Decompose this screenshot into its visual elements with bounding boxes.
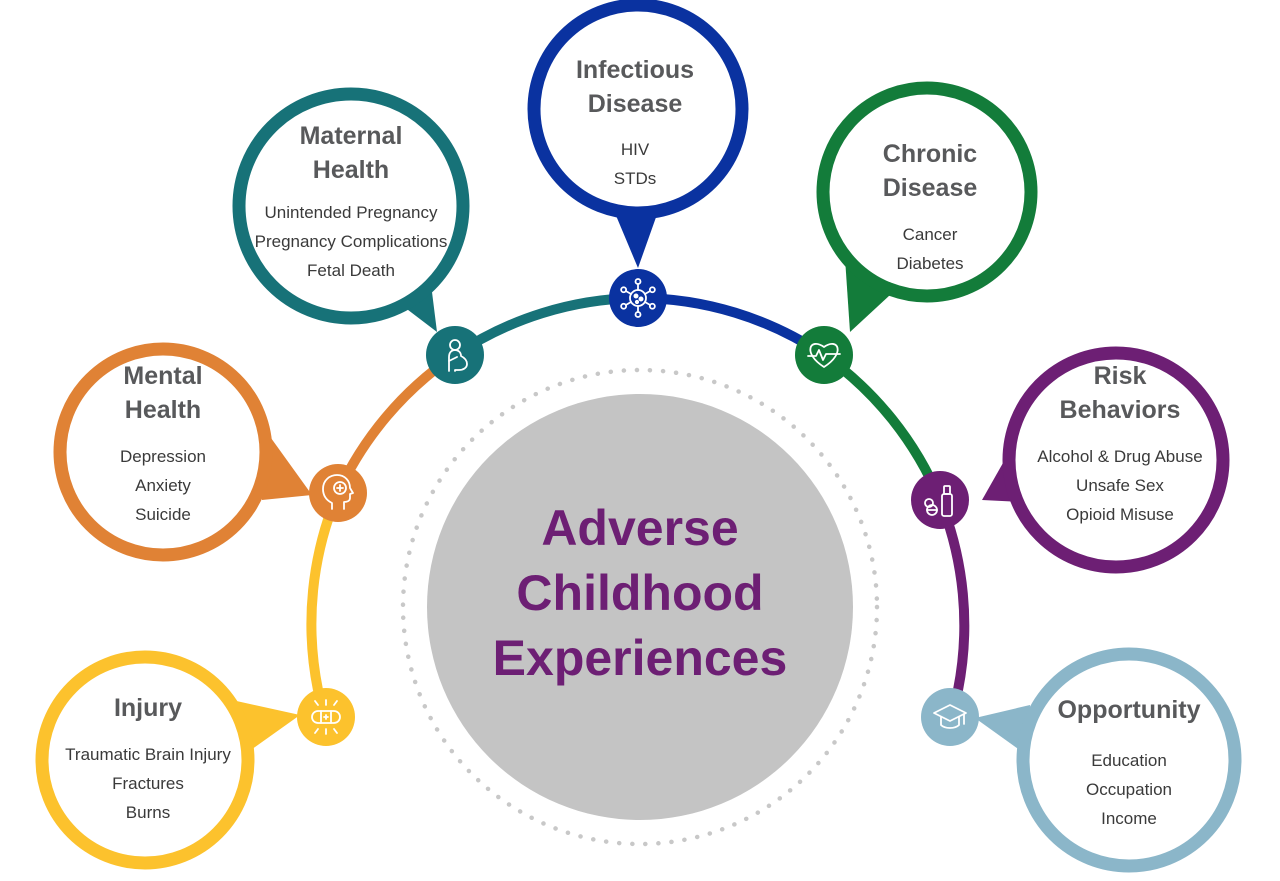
bubble-title-line: Disease: [588, 90, 683, 118]
bubble-item: Diabetes: [896, 254, 963, 273]
bubble-item: HIV: [621, 140, 650, 159]
icon-node-chronic: [795, 326, 853, 384]
icon-node-mental: [309, 464, 367, 522]
pills-bottle-icon: [924, 485, 953, 517]
icon-node-disc: [911, 471, 969, 529]
bubble-item: Education: [1091, 751, 1167, 770]
bubble-pointer: [612, 206, 660, 268]
bubble-pointer: [975, 705, 1030, 756]
bubble-title-line: Behaviors: [1060, 396, 1181, 424]
bubble-item: Pregnancy Complications: [255, 232, 448, 251]
bubble-ring: [1002, 346, 1230, 574]
bubble-ring: [527, 0, 749, 220]
center-title-line: Adverse: [541, 500, 738, 556]
virus-icon: [620, 278, 656, 318]
pregnant-woman-icon: [448, 339, 468, 372]
icon-nodes: [297, 269, 979, 746]
bubble-ring: [1016, 647, 1242, 873]
bubble-ring: [816, 81, 1038, 303]
bubble-title-line: Infectious: [576, 56, 694, 84]
bubble-item: Suicide: [135, 505, 191, 524]
icon-node-disc: [426, 326, 484, 384]
icon-node-opportunity: [921, 688, 979, 746]
center-title: Adverse Childhood Experiences: [493, 500, 788, 686]
graduation-cap-icon: [933, 704, 967, 729]
bubble-item: Depression: [120, 447, 206, 466]
bubble-title-line: Disease: [883, 174, 978, 202]
bubble-title-line: Injury: [114, 694, 182, 722]
center-dotted-ring: [400, 367, 880, 847]
bubble-item: Fractures: [112, 774, 184, 793]
bubble-item: Burns: [126, 803, 170, 822]
bubble-title-line: Health: [313, 156, 389, 184]
icon-node-disc: [609, 269, 667, 327]
arc-segment-injury: [306, 491, 343, 691]
center-title-line: Experiences: [493, 630, 788, 686]
bubble-item: Cancer: [903, 225, 958, 244]
head-plus-icon: [322, 474, 354, 510]
bubble-item: Anxiety: [135, 476, 191, 495]
bubble-title-line: Risk: [1094, 362, 1147, 390]
heartbeat-icon: [807, 343, 841, 368]
bubble-item: Income: [1101, 809, 1157, 828]
arc-segment-infectious: [637, 293, 827, 360]
bubble-item: Occupation: [1086, 780, 1172, 799]
bubble-ring: [53, 342, 273, 562]
bubble-item: STDs: [614, 169, 657, 188]
bubble-title-line: Opportunity: [1057, 696, 1200, 724]
icon-node-injury: [297, 688, 355, 746]
bubble-ring: [35, 650, 255, 870]
icon-node-infectious: [609, 269, 667, 327]
icon-node-disc: [795, 326, 853, 384]
bubble-title-line: Health: [125, 396, 201, 424]
bubble-title-line: Maternal: [300, 122, 403, 150]
bubble-title-line: Chronic: [883, 140, 978, 168]
center-circle: [427, 394, 853, 820]
bubble-item: Unsafe Sex: [1076, 476, 1164, 495]
bubble-item: Opioid Misuse: [1066, 505, 1174, 524]
icon-node-risk: [911, 471, 969, 529]
bubble-item: Traumatic Brain Injury: [65, 745, 231, 764]
bubble-item: Alcohol & Drug Abuse: [1037, 447, 1202, 466]
center-title-line: Childhood: [516, 565, 763, 621]
bubble-item: Fetal Death: [307, 261, 395, 280]
bandage-icon: [311, 699, 341, 735]
bubble-item: Unintended Pregnancy: [265, 203, 438, 222]
bubble-title-line: Mental: [123, 362, 202, 390]
icon-node-maternal: [426, 326, 484, 384]
icon-node-disc: [921, 688, 979, 746]
bubble-ring: [232, 87, 470, 325]
